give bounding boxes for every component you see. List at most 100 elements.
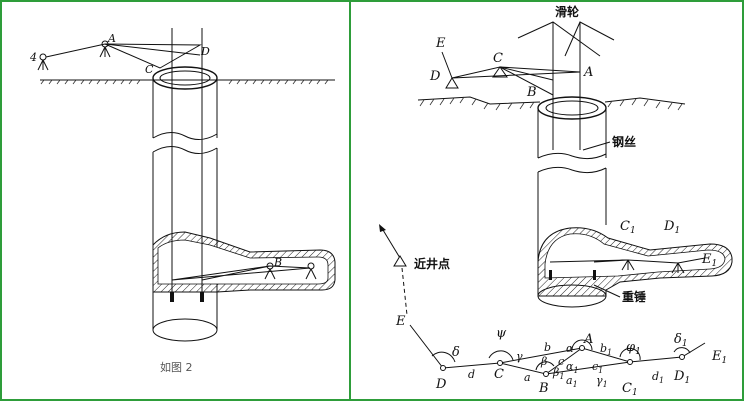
node-b [543, 371, 549, 377]
tv-label-d1: D1 [673, 369, 690, 386]
plumb-bob-right-1 [549, 270, 552, 280]
ground-line-right [417, 96, 686, 105]
arrow-line-near [382, 229, 401, 259]
tv-side-d1: d1 [652, 370, 664, 385]
node-a [579, 345, 585, 351]
shaft-top-outer [152, 66, 218, 90]
instrument-c-icon [492, 66, 508, 78]
node-d1 [679, 354, 685, 360]
tv-delta1: δ1 [674, 332, 688, 349]
figure-caption: 如图 2 [160, 360, 193, 374]
left-panel: 4 A D C [29, 28, 336, 374]
surface-sight-lines [451, 66, 581, 96]
tv-side-c: c [558, 355, 564, 368]
node-c1 [627, 359, 633, 365]
wire-leader [582, 141, 611, 151]
line-e-d [441, 51, 453, 79]
label-a-top: A [583, 65, 593, 80]
shaft-top-inner-right [545, 100, 599, 116]
label-d1: D1 [663, 219, 680, 236]
tv-side-c1: c1 [592, 360, 603, 375]
shaft-bottom [152, 318, 218, 342]
near-shaft-point-icon [393, 255, 407, 267]
tv-label-d: D [435, 377, 447, 392]
label-instrument-4: 4 [29, 51, 37, 64]
shaft-break-bottom [152, 146, 218, 154]
tv-delta: δ [452, 345, 460, 360]
underground-sight-lines-right [549, 257, 706, 264]
traverse-diagram: E D C B A C1 D1 E1 δ ψ γ β α b c a d b1 … [395, 314, 727, 398]
tv-label-c: C [494, 367, 504, 382]
tv-side-a1: a1 [566, 374, 578, 389]
weight-leader [593, 284, 621, 298]
tv-label-c1: C1 [622, 381, 638, 398]
tv-side-b1: b1 [600, 342, 612, 357]
tunnel-interior [157, 239, 329, 285]
node-c [497, 360, 503, 366]
shaft-break-top [152, 132, 218, 140]
tv-label-e: E [395, 314, 406, 329]
traverse-line [409, 324, 706, 375]
tv-label-b: B [538, 381, 549, 396]
tv-beta1: β1 [552, 366, 564, 381]
tv-gamma: γ [516, 350, 523, 363]
tv-alpha: α [566, 342, 574, 355]
plumb-bob-left-1 [170, 292, 174, 302]
sight-lines-underground-left [171, 265, 311, 281]
tv-label-a: A [583, 332, 593, 347]
sight-line-ad [104, 43, 201, 56]
shaft-top-inner [159, 70, 211, 86]
shaft-break-top-right [537, 152, 607, 160]
label-d-top: D [429, 69, 441, 84]
tv-alpha1: α1 [566, 360, 579, 375]
shaft-break-bottom-right [537, 166, 607, 174]
plumb-bob-left-2 [200, 292, 204, 302]
label-b-top: B [526, 85, 537, 100]
tv-phi1: φ1 [626, 340, 641, 357]
instrument-d-icon [445, 77, 459, 89]
traverse-chords [499, 347, 631, 375]
weight-label: 重锤 [622, 289, 646, 304]
tv-gamma1: γ1 [596, 374, 608, 389]
theodolite-b-icon [264, 262, 276, 280]
pulley-right [564, 21, 615, 150]
label-e1: E1 [701, 252, 717, 269]
node-d [440, 365, 446, 371]
shaft-top-outer-right [537, 96, 607, 120]
tv-side-a: a [524, 371, 531, 384]
label-c1: C1 [620, 219, 636, 236]
pulley-label: 滑轮 [555, 4, 580, 19]
arrow-head-near [379, 224, 386, 232]
arc-delta1 [673, 347, 691, 354]
tv-side-d: d [468, 368, 475, 381]
dashed-line-near [401, 267, 408, 316]
instrument-d1-icon [671, 262, 685, 274]
plumb-bob-right-2 [593, 270, 596, 280]
near-shaft-label: 近井点 [414, 256, 450, 271]
label-c-left: C [145, 63, 154, 76]
arc-phi1 [619, 347, 641, 361]
ground-hatch-left [40, 79, 329, 85]
ground-hatch-right [419, 96, 683, 111]
tv-side-b: b [544, 341, 551, 354]
tv-psi: ψ [496, 326, 507, 341]
right-panel: 滑轮 E D C A B 钢丝 [379, 4, 733, 398]
label-e-top: E [435, 36, 446, 51]
theodolite-right-icon [305, 262, 317, 280]
pulley-left [517, 21, 601, 150]
wire-label: 钢丝 [612, 134, 636, 149]
label-a-left: A [107, 32, 116, 45]
theodolite-a-icon [99, 40, 111, 58]
sight-lines-left [45, 43, 202, 69]
arc-alpha [571, 339, 593, 351]
arc-psi [488, 350, 514, 361]
arc-beta [535, 361, 555, 371]
label-d-left: D [200, 45, 210, 58]
instrument-c1-icon [621, 259, 635, 271]
label-c-top: C [493, 51, 503, 66]
tv-beta: β [540, 355, 547, 368]
tv-label-e1: E1 [711, 349, 727, 366]
